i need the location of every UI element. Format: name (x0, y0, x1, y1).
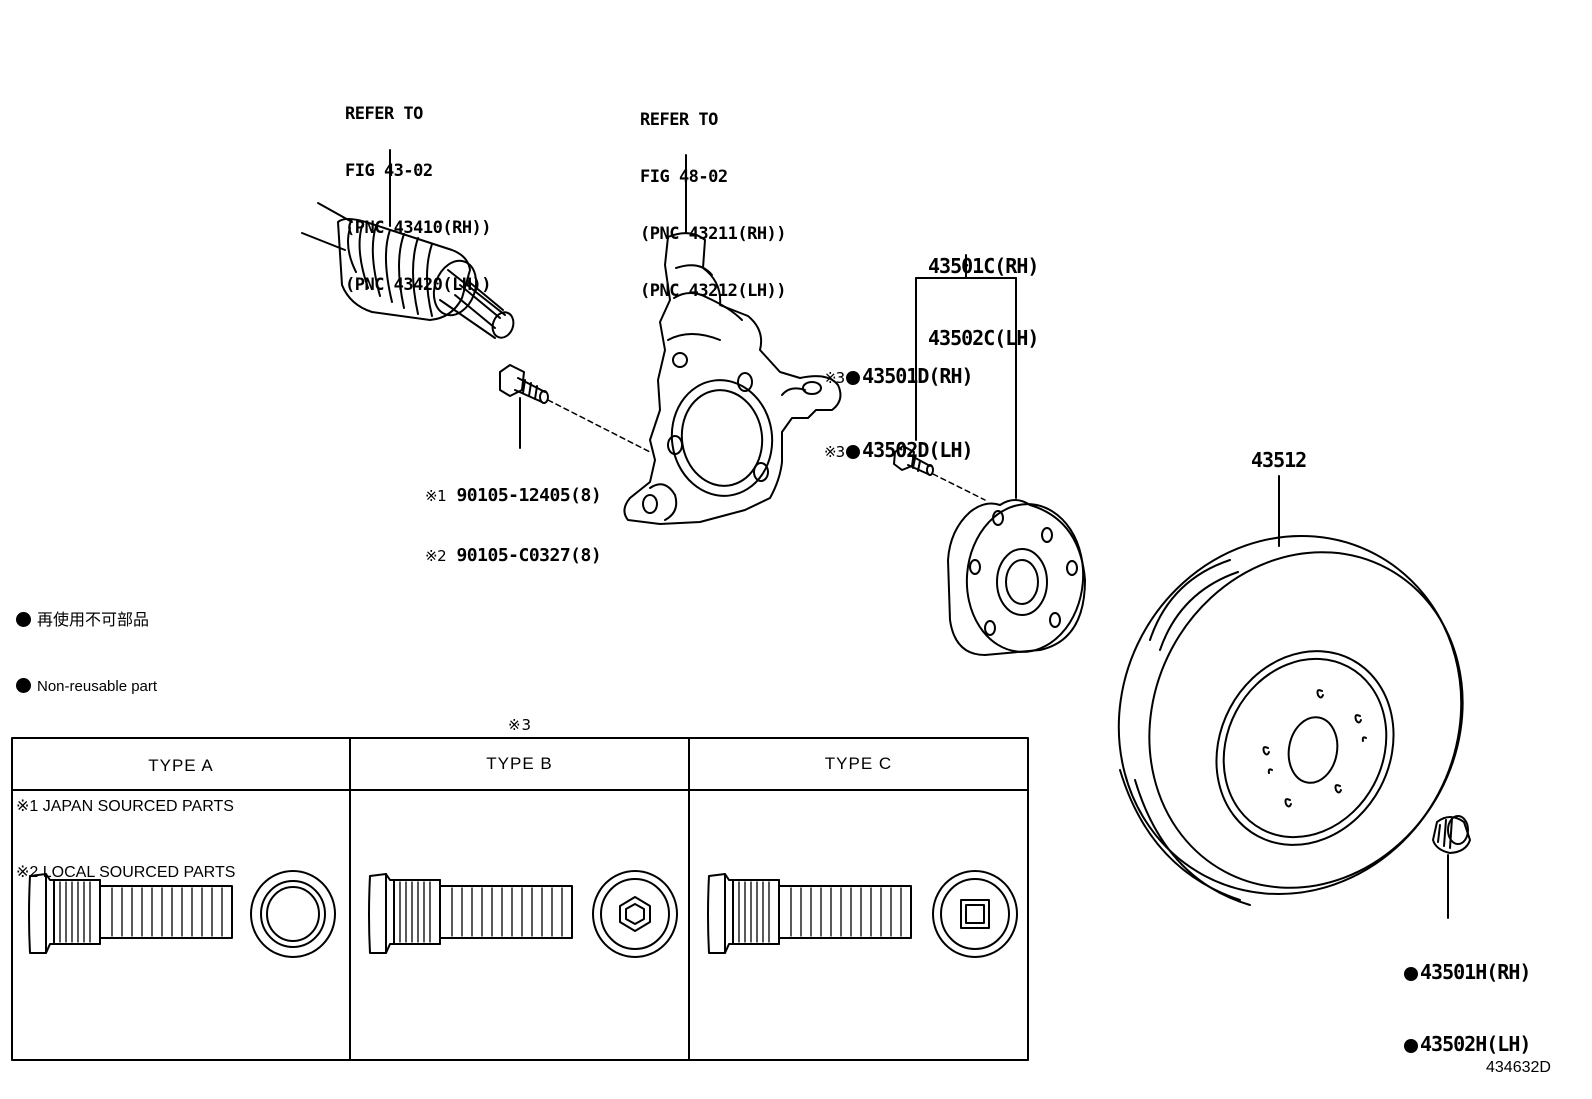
type-a-stud (28, 870, 336, 958)
non-reusable-dot-icon (846, 445, 861, 459)
non-reusable-dot-icon (1404, 1039, 1418, 1053)
types-table-marker: ※3 (507, 716, 533, 734)
knuckle-bolt (499, 364, 549, 404)
steering-knuckle (623, 232, 842, 525)
dashed-bolt (547, 399, 651, 453)
type-c-stud (707, 870, 1018, 958)
callout-rotor: 43512 (1251, 448, 1307, 472)
hub-bearing-assy (947, 499, 1086, 656)
callout-bolt: ※1 90105-12405(8) ※2 90105-C0327(8) (425, 485, 602, 566)
non-reusable-dot-icon (16, 612, 31, 627)
drive-shaft (301, 202, 515, 339)
types-table (11, 737, 1029, 1061)
non-reusable-dot-icon (1404, 967, 1418, 981)
hub-leader-bracket (915, 254, 1017, 499)
hub-bolt (893, 445, 934, 476)
callout-knuckle: REFER TO FIG 48-02 (PNC 43211(RH)) (PNC … (640, 110, 787, 301)
callout-hub-nut: 43501H(RH) 43502H(LH) (1402, 912, 1531, 1080)
non-reusable-dot-icon (846, 371, 861, 385)
type-c-header: TYPE C (824, 754, 893, 773)
hub-nut (1432, 815, 1471, 854)
disc-rotor (1117, 534, 1464, 906)
non-reusable-dot-icon (16, 678, 31, 693)
callout-hub-assy: 43501C(RH) 43502C(LH) (928, 254, 1039, 350)
type-a-header: TYPE A (148, 756, 214, 775)
callout-driveshaft: REFER TO FIG 43-02 (PNC 43410(RH)) (PNC … (345, 104, 492, 295)
type-b-stud (368, 870, 678, 958)
type-b-header: TYPE B (486, 754, 553, 773)
drawing-id: 434632D (1486, 1059, 1551, 1076)
dashed-hub-bolt (932, 473, 986, 501)
legend: 再使用不可部品 Non-reusable part ※1 JAPAN SOURC… (16, 610, 236, 881)
